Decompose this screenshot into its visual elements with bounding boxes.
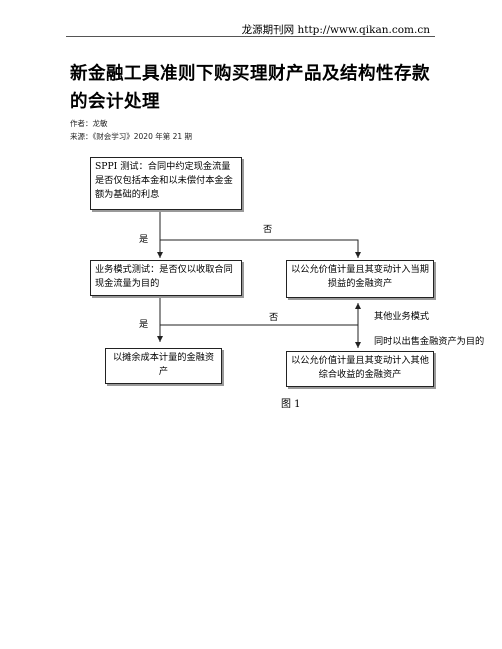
flowchart-connectors [157, 211, 361, 348]
arrow-sppi-no-to-fvtpl [160, 239, 361, 258]
label-yes-sppi: 是 [139, 234, 149, 245]
label-other-business-model: 其他业务模式 [374, 311, 430, 322]
site-header: 龙源期刊网 http://www.qikan.com.cn [241, 24, 430, 36]
label-yes-business: 是 [139, 319, 149, 330]
article-author: 作者：龙敏 [70, 119, 108, 128]
figure-caption: 图 1 [281, 399, 301, 410]
box-fvoci: 以公允价值计量且其变动计入其他综合收益的金融资产 [286, 351, 434, 387]
article-title: 新金融工具准则下购买理财产品及结构性存款的会计处理 [70, 64, 430, 112]
box-sppi-test: SPPI 测试：合同中约定现金流量是否仅包括本金和以未偿付本金金额为基础的利息 [90, 157, 242, 210]
header-divider [66, 36, 435, 37]
box-fvtpl: 以公允价值计量且其变动计入当期损益的金融资产 [286, 260, 434, 298]
article-source: 来源：《财会学习》2020 年第 21 期 [70, 132, 193, 141]
box-business-model-test: 业务模式测试：是否仅以收取合同现金流量为目的 [90, 260, 242, 296]
flowchart: SPPI 测试：合同中约定现金流量是否仅包括本金和以未偿付本金金额为基础的利息 … [86, 155, 501, 410]
box-amortized-cost: 以摊余成本计量的金融资产 [105, 348, 222, 384]
label-no-business: 否 [269, 312, 279, 323]
label-no-sppi: 否 [263, 224, 273, 235]
label-sell-purpose: 同时以出售金融资产为目的 [374, 336, 485, 347]
